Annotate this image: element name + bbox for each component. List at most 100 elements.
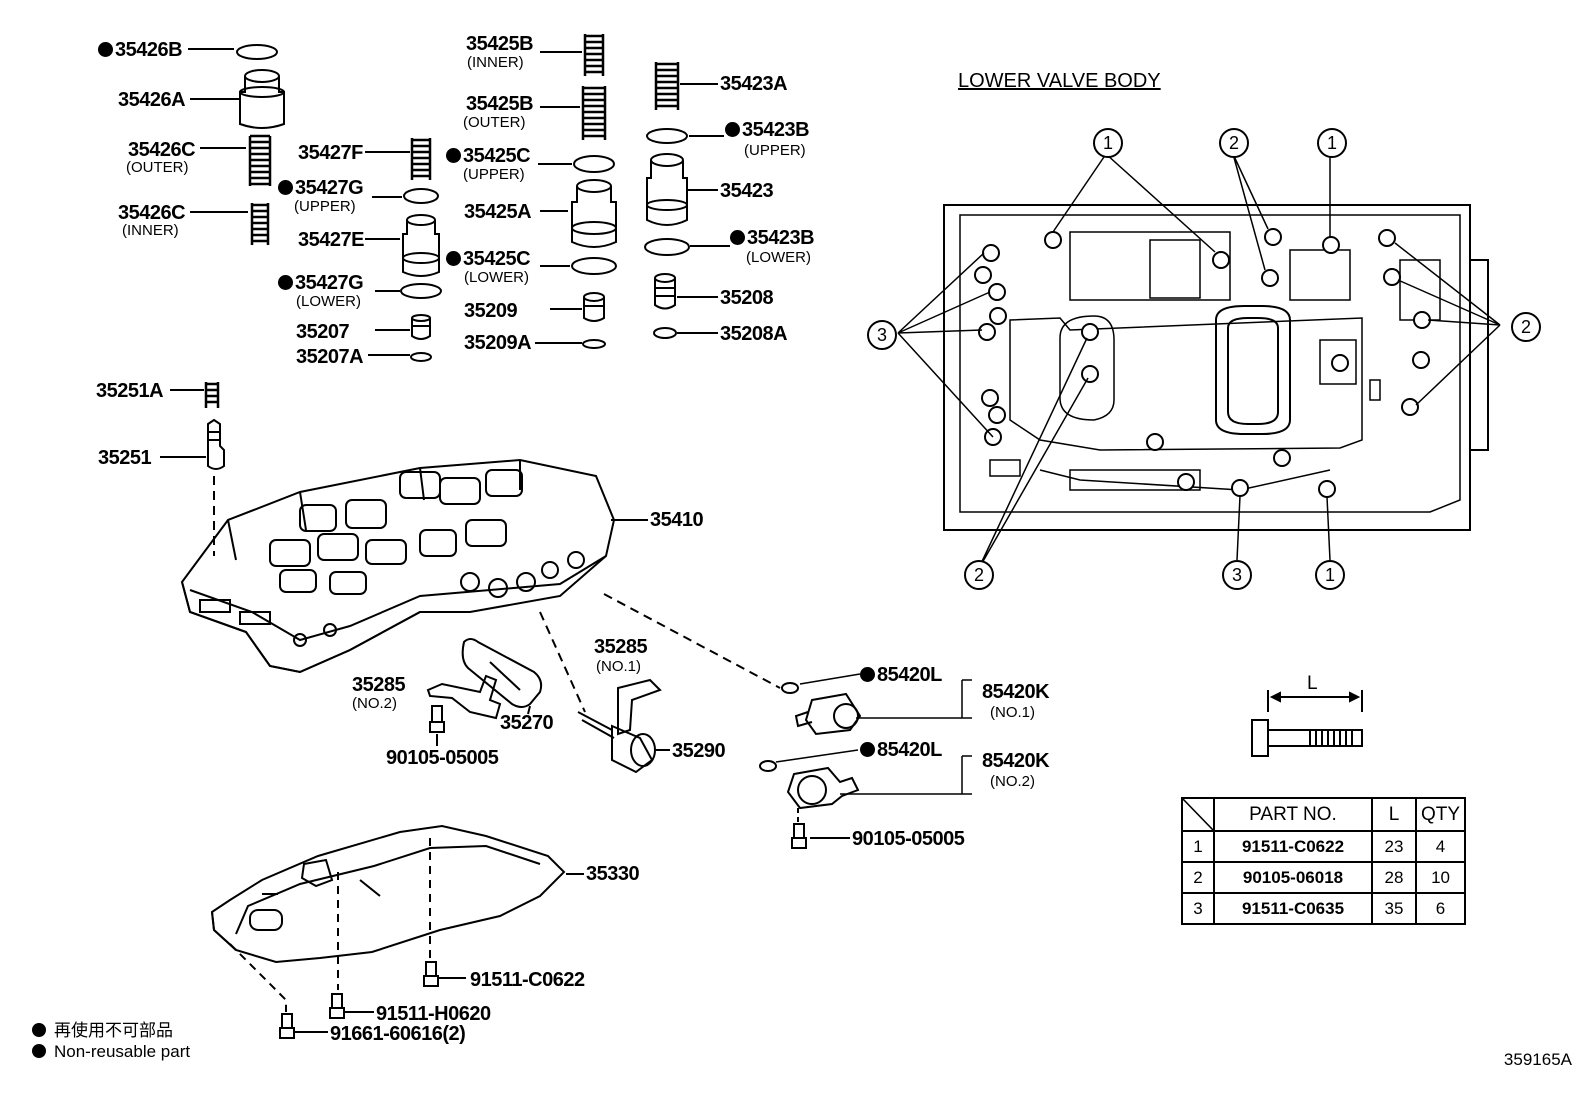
label-35270: 35270: [500, 712, 554, 734]
label-35251a: 35251A: [96, 380, 164, 402]
sleeve-35425a: [571, 179, 617, 248]
row-id: 1: [1181, 830, 1215, 863]
callout-1: 1: [1093, 128, 1123, 158]
label-35426c-inner: 35426C: [118, 202, 186, 224]
label-35427f: 35427F: [298, 142, 363, 164]
note-35425b-inner: (INNER): [467, 54, 524, 71]
ring-85420l-2: [759, 760, 777, 772]
strainer-35330: [210, 824, 566, 964]
header-corner: [1181, 797, 1215, 832]
row-qty: 6: [1414, 892, 1467, 925]
non-reusable-dot-icon: [446, 251, 461, 266]
label-91511-h0620: 91511-H0620: [376, 1003, 491, 1025]
label-35423b-lower: 35423B: [730, 228, 815, 248]
label-35423b-upper: 35423B: [725, 120, 810, 140]
row-part-no: 91511-C0635: [1213, 892, 1373, 925]
non-reusable-dot-icon: [730, 230, 745, 245]
label-35427e: 35427E: [298, 229, 364, 251]
spring-35425b-inner: [583, 34, 605, 76]
bolt-91511-c0622: [423, 961, 439, 987]
spring-35426c-outer: [248, 134, 272, 186]
note-35423b-lower: (LOWER): [746, 249, 811, 266]
callout-2: 2: [964, 560, 994, 590]
non-reusable-dot-icon: [278, 275, 293, 290]
sleeve-35427e: [402, 214, 440, 277]
non-reusable-dot-icon: [860, 742, 875, 757]
spring-35423a: [654, 62, 680, 110]
label-35425b-outer: 35425B: [466, 93, 534, 115]
ring-35423b-upper: [646, 128, 688, 144]
callout-3: 3: [1222, 560, 1252, 590]
non-reusable-dot-icon: [98, 42, 113, 57]
row-length: 23: [1371, 830, 1417, 863]
solenoid-85420k-no1: [794, 692, 862, 736]
lower-valve-body: [943, 204, 1489, 531]
ring-35426b: [236, 44, 278, 60]
ring-35207a: [410, 352, 432, 362]
callout-2: 2: [1511, 312, 1541, 342]
label-85420l-1: 85420L: [860, 665, 942, 685]
note-35425b-outer: (OUTER): [463, 114, 526, 131]
ring-35209a: [582, 339, 606, 349]
plug-35209: [583, 292, 605, 322]
label-35208: 35208: [720, 287, 774, 309]
label-90105-b: 90105-05005: [852, 828, 965, 850]
bolt-dimension-drawing: [1251, 690, 1363, 757]
bolt-91661: [279, 1013, 295, 1039]
label-35426b: 35426B: [98, 40, 183, 60]
label-35427g-lower: 35427G: [278, 273, 364, 293]
table-row: 1 91511-C0622 23 4: [1181, 830, 1467, 863]
label-35330: 35330: [586, 863, 640, 885]
illustration-code: 359165A: [1503, 1050, 1572, 1069]
label-35425b-inner: 35425B: [466, 33, 534, 55]
table-header-row: PART NO. L QTY: [1181, 797, 1467, 832]
note-35426c-inner: (INNER): [122, 222, 179, 239]
label-35426a: 35426A: [118, 89, 186, 111]
label-35290: 35290: [672, 740, 726, 762]
solenoid-85420k-no2: [786, 766, 860, 810]
header-qty: QTY: [1414, 797, 1467, 832]
label-35285-no1: 35285: [594, 636, 648, 658]
label-90105-a: 90105-05005: [386, 747, 499, 769]
label-35207a: 35207A: [296, 346, 364, 368]
label-35425c-lower: 35425C: [446, 249, 531, 269]
header-part-no: PART NO.: [1213, 797, 1373, 832]
note-35426c-outer: (OUTER): [126, 159, 189, 176]
non-reusable-dot-icon: [446, 148, 461, 163]
label-85420k-2: 85420K: [982, 750, 1050, 772]
label-35423: 35423: [720, 180, 774, 202]
note-35423b-upper: (UPPER): [744, 142, 806, 159]
lower-valve-body-title: LOWER VALVE BODY: [958, 70, 1161, 92]
label-35425c-upper: 35425C: [446, 146, 531, 166]
note-35425c-lower: (LOWER): [464, 269, 529, 286]
callout-3: 3: [867, 320, 897, 350]
callout-1: 1: [1315, 560, 1345, 590]
table-row: 2 90105-06018 28 10: [1181, 861, 1467, 894]
non-reusable-dot-icon: [278, 180, 293, 195]
note-35427g-lower: (LOWER): [296, 293, 361, 310]
bolt-spec-table: PART NO. L QTY 1 91511-C0622 23 4 2 9010…: [1181, 797, 1467, 925]
label-35209: 35209: [464, 300, 518, 322]
dimension-l-label: L: [1307, 673, 1318, 694]
solenoid-35290: [577, 711, 656, 774]
spring-35426c-inner: [250, 203, 270, 245]
note-35427g-upper: (UPPER): [294, 198, 356, 215]
note-35285-no2: (NO.2): [352, 695, 397, 712]
callout-1: 1: [1317, 128, 1347, 158]
label-85420l-2: 85420L: [860, 740, 942, 760]
non-reusable-dot-icon: [32, 1023, 46, 1037]
label-91661: 91661-60616(2): [330, 1023, 466, 1045]
label-35425a: 35425A: [464, 201, 532, 223]
bolt-90105-b: [791, 823, 807, 849]
label-35251: 35251: [98, 447, 152, 469]
label-35208a: 35208A: [720, 323, 788, 345]
label-35426c-outer: 35426C: [128, 139, 196, 161]
row-part-no: 91511-C0622: [1213, 830, 1373, 863]
legend-jp: 再使用不可部品: [32, 1016, 173, 1041]
plug-35208: [654, 273, 676, 310]
note-85420k-2: (NO.2): [990, 773, 1035, 790]
header-l: L: [1371, 797, 1417, 832]
ring-85420l-1: [781, 682, 799, 694]
bracket-35285-no2: [426, 674, 502, 720]
